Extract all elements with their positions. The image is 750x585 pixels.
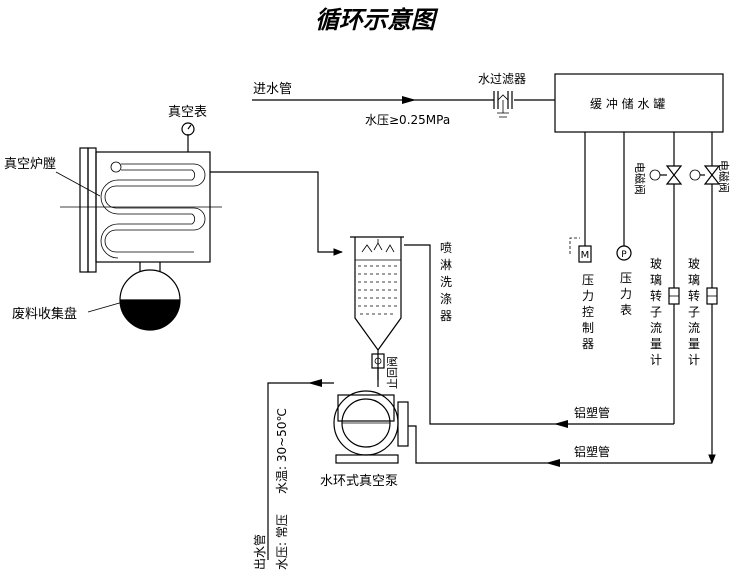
solenoid-valve-2	[689, 132, 721, 185]
al-plastic-pipe-2-label: 铝塑管	[574, 444, 610, 459]
flowmeter-1	[668, 184, 680, 424]
inlet-pipe	[252, 96, 555, 104]
water-filter-label: 水过滤器	[478, 72, 526, 86]
water-temp-label: 水温: 30~50℃	[275, 408, 289, 494]
pressure-gauge: P	[616, 132, 632, 261]
flowmeter-1-label: 玻 璃 转 子 流 量 计	[650, 257, 666, 367]
al-plastic-pipe-1	[554, 420, 674, 428]
solenoid-valve-1	[649, 132, 683, 185]
vacuum-furnace	[60, 147, 222, 273]
spray-washer-label-1: 喷	[440, 241, 452, 255]
pump-label: 水环式真空泵	[320, 474, 398, 489]
buffer-tank-label: 缓 冲 储 水 罐	[590, 96, 665, 111]
pressure-controller: M	[569, 132, 592, 263]
pressure-controller-label: 压 力 控 制 器	[582, 273, 598, 351]
buffer-tank	[554, 73, 724, 133]
furnace-outlet-pipe	[210, 171, 343, 256]
pressure-gauge-label: 压 力 表	[620, 271, 636, 317]
furnace-chamber-label: 真空炉膛	[4, 157, 56, 172]
pressure-controller-badge: M	[581, 250, 590, 261]
water-ring-vacuum-pump	[333, 368, 409, 464]
diagram-title: 循环示意图	[315, 5, 439, 34]
inlet-pressure-label: 水压≥0.25MPa	[365, 113, 450, 127]
flowmeter-2	[706, 184, 718, 464]
check-valve-label: 止回阀	[385, 356, 399, 389]
inlet-pipe-label: 进水管	[253, 82, 292, 97]
outlet-pipe	[267, 379, 334, 560]
water-filter	[493, 91, 513, 118]
solenoid-valve-1-label: 电磁阀	[633, 162, 647, 195]
pressure-gauge-badge: P	[621, 250, 627, 260]
solenoid-valve-2-label: 电磁阀	[717, 160, 731, 193]
al-plastic-pipe-1-label: 铝塑管	[574, 405, 610, 420]
waste-tray-label: 废料收集盘	[12, 306, 77, 322]
outlet-pipe-label: 出水管	[252, 534, 267, 570]
al-plastic-pipe-2	[546, 459, 560, 467]
pump-return-pipe	[408, 425, 712, 464]
spray-washer-drain-pipe	[404, 244, 580, 425]
spray-washer-label: 喷 淋 洗 涤 器	[440, 241, 456, 323]
flowmeter-2-label: 玻 璃 转 子 流 量 计	[688, 257, 704, 367]
vacuum-gauge	[181, 122, 195, 152]
waste-tray	[119, 262, 181, 331]
outlet-pressure-label: 水压: 常压	[275, 514, 289, 570]
vacuum-gauge-label: 真空表	[168, 105, 207, 120]
